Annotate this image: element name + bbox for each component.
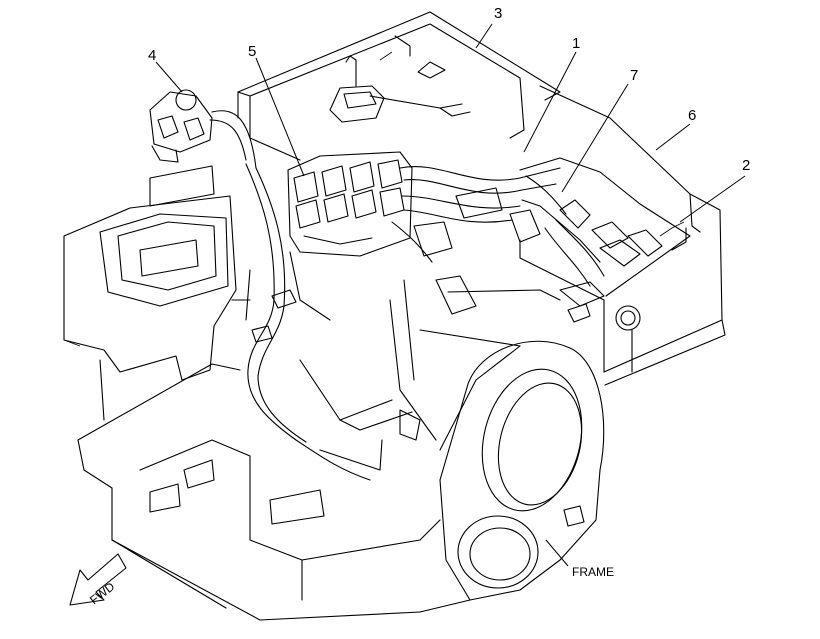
forward-label: FWD <box>87 579 117 607</box>
cab-rear-panel <box>237 11 561 161</box>
frame-label: FRAME <box>572 565 614 579</box>
callout-2: 2 <box>742 157 750 174</box>
callout-6: 6 <box>688 107 696 124</box>
joystick-control <box>329 55 471 123</box>
pilot-valve-assembly <box>149 89 257 207</box>
callout-3: 3 <box>494 5 502 22</box>
callout-7: 7 <box>630 67 638 84</box>
callout-5: 5 <box>248 43 256 60</box>
callout-4: 4 <box>148 47 156 64</box>
hose-bundle <box>391 166 561 263</box>
right-valve-compartment <box>509 157 691 323</box>
main-frame <box>77 251 561 621</box>
hose-loop-left <box>245 163 371 481</box>
leader-lines <box>155 23 746 567</box>
forward-arrow-icon: FWD <box>69 553 127 607</box>
control-valve-stack <box>287 151 413 257</box>
left-engine-block <box>63 195 237 381</box>
callout-1: 1 <box>572 35 580 52</box>
round-connector <box>615 305 641 373</box>
frame-swing-housing <box>439 340 605 601</box>
